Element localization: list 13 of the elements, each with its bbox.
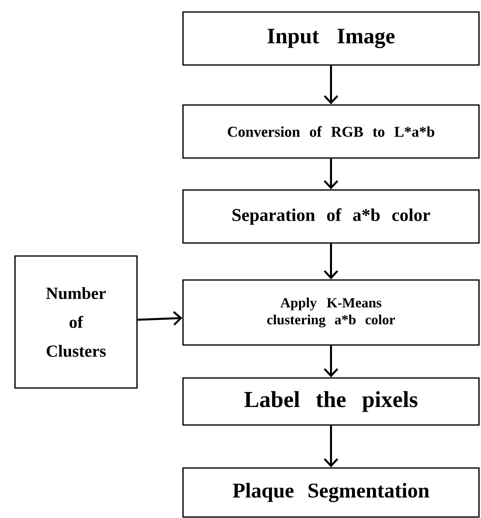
process-box: Conversion of RGB to L*a*b <box>182 104 480 159</box>
process-box: Separation of a*b color <box>182 189 480 244</box>
arrow <box>138 311 182 326</box>
arrow <box>324 426 338 468</box>
process-box: Number of Clusters <box>14 255 138 389</box>
process-box: Label the pixels <box>182 377 480 426</box>
arrow <box>324 244 338 280</box>
arrow <box>324 158 338 190</box>
process-box: Plaque Segmentation <box>182 467 480 518</box>
process-box: Apply K-Means clustering a*b color <box>182 279 480 346</box>
process-box: Input Image <box>182 11 480 66</box>
arrow <box>324 66 338 104</box>
arrow <box>324 346 338 378</box>
